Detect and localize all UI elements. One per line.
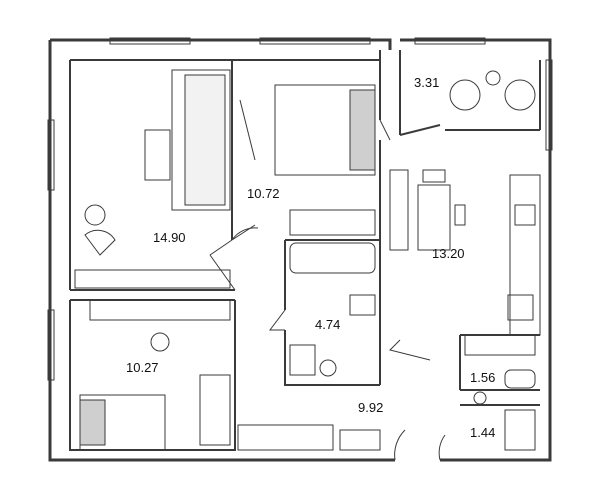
window bbox=[109, 37, 191, 45]
window bbox=[414, 37, 486, 45]
walls-and-furniture bbox=[47, 37, 553, 462]
bed-headboard bbox=[349, 89, 376, 171]
room-area-hallway: 9.92 bbox=[358, 400, 384, 415]
window bbox=[47, 119, 55, 191]
stove bbox=[514, 204, 536, 226]
door bbox=[209, 239, 236, 291]
window bbox=[47, 309, 55, 381]
entrance-door bbox=[438, 434, 446, 461]
chair bbox=[422, 169, 446, 183]
interior-wall bbox=[69, 59, 380, 290]
bathroom-wall bbox=[284, 239, 380, 386]
bench bbox=[389, 169, 409, 251]
room-area-storage: 1.44 bbox=[470, 425, 496, 440]
wardrobe bbox=[289, 209, 376, 236]
door bbox=[389, 339, 431, 361]
sofa bbox=[171, 69, 231, 211]
wc-toilet bbox=[504, 369, 536, 389]
sofa-seat bbox=[184, 74, 226, 206]
entrance-door bbox=[394, 429, 406, 461]
room-area-bathroom: 4.74 bbox=[315, 317, 341, 332]
shoe-bench bbox=[339, 429, 381, 451]
hall-wardrobe bbox=[237, 424, 334, 451]
balcony-table bbox=[485, 70, 501, 86]
room-area-kitchen: 13.20 bbox=[432, 246, 465, 261]
room-area-toilet: 1.56 bbox=[470, 370, 496, 385]
dining-table bbox=[417, 184, 451, 251]
sink bbox=[507, 294, 534, 321]
door bbox=[269, 309, 286, 331]
storage-shelf bbox=[504, 409, 536, 451]
window bbox=[259, 37, 371, 45]
interior-wall bbox=[70, 289, 235, 301]
room-area-childroom: 10.27 bbox=[126, 360, 159, 375]
child-wardrobe bbox=[199, 374, 231, 446]
armchair bbox=[84, 229, 116, 256]
room-area-living: 14.90 bbox=[153, 230, 186, 245]
window bbox=[545, 59, 553, 151]
chair bbox=[454, 204, 466, 226]
room-area-balcony: 3.31 bbox=[414, 75, 440, 90]
tv-stand bbox=[74, 269, 231, 289]
child-chair bbox=[150, 332, 170, 352]
cabinet bbox=[464, 334, 536, 356]
bathtub bbox=[289, 242, 376, 274]
toilet-bowl bbox=[319, 359, 337, 377]
coffee-table bbox=[144, 129, 171, 181]
door bbox=[379, 119, 391, 141]
wc-sink bbox=[473, 391, 487, 405]
child-desk bbox=[89, 299, 231, 321]
desk bbox=[239, 99, 256, 161]
balcony-chair bbox=[504, 79, 536, 111]
balcony-chair bbox=[449, 79, 481, 111]
room-area-bedroom: 10.72 bbox=[247, 186, 280, 201]
washbasin bbox=[349, 294, 376, 316]
plant bbox=[84, 204, 106, 226]
outer-wall bbox=[48, 38, 552, 462]
child-bed-head bbox=[79, 399, 106, 446]
washing-machine bbox=[289, 344, 316, 376]
balcony-wall bbox=[445, 60, 541, 131]
kitchen-counter bbox=[509, 174, 541, 336]
balcony-wall bbox=[399, 50, 441, 136]
door bbox=[231, 224, 259, 241]
